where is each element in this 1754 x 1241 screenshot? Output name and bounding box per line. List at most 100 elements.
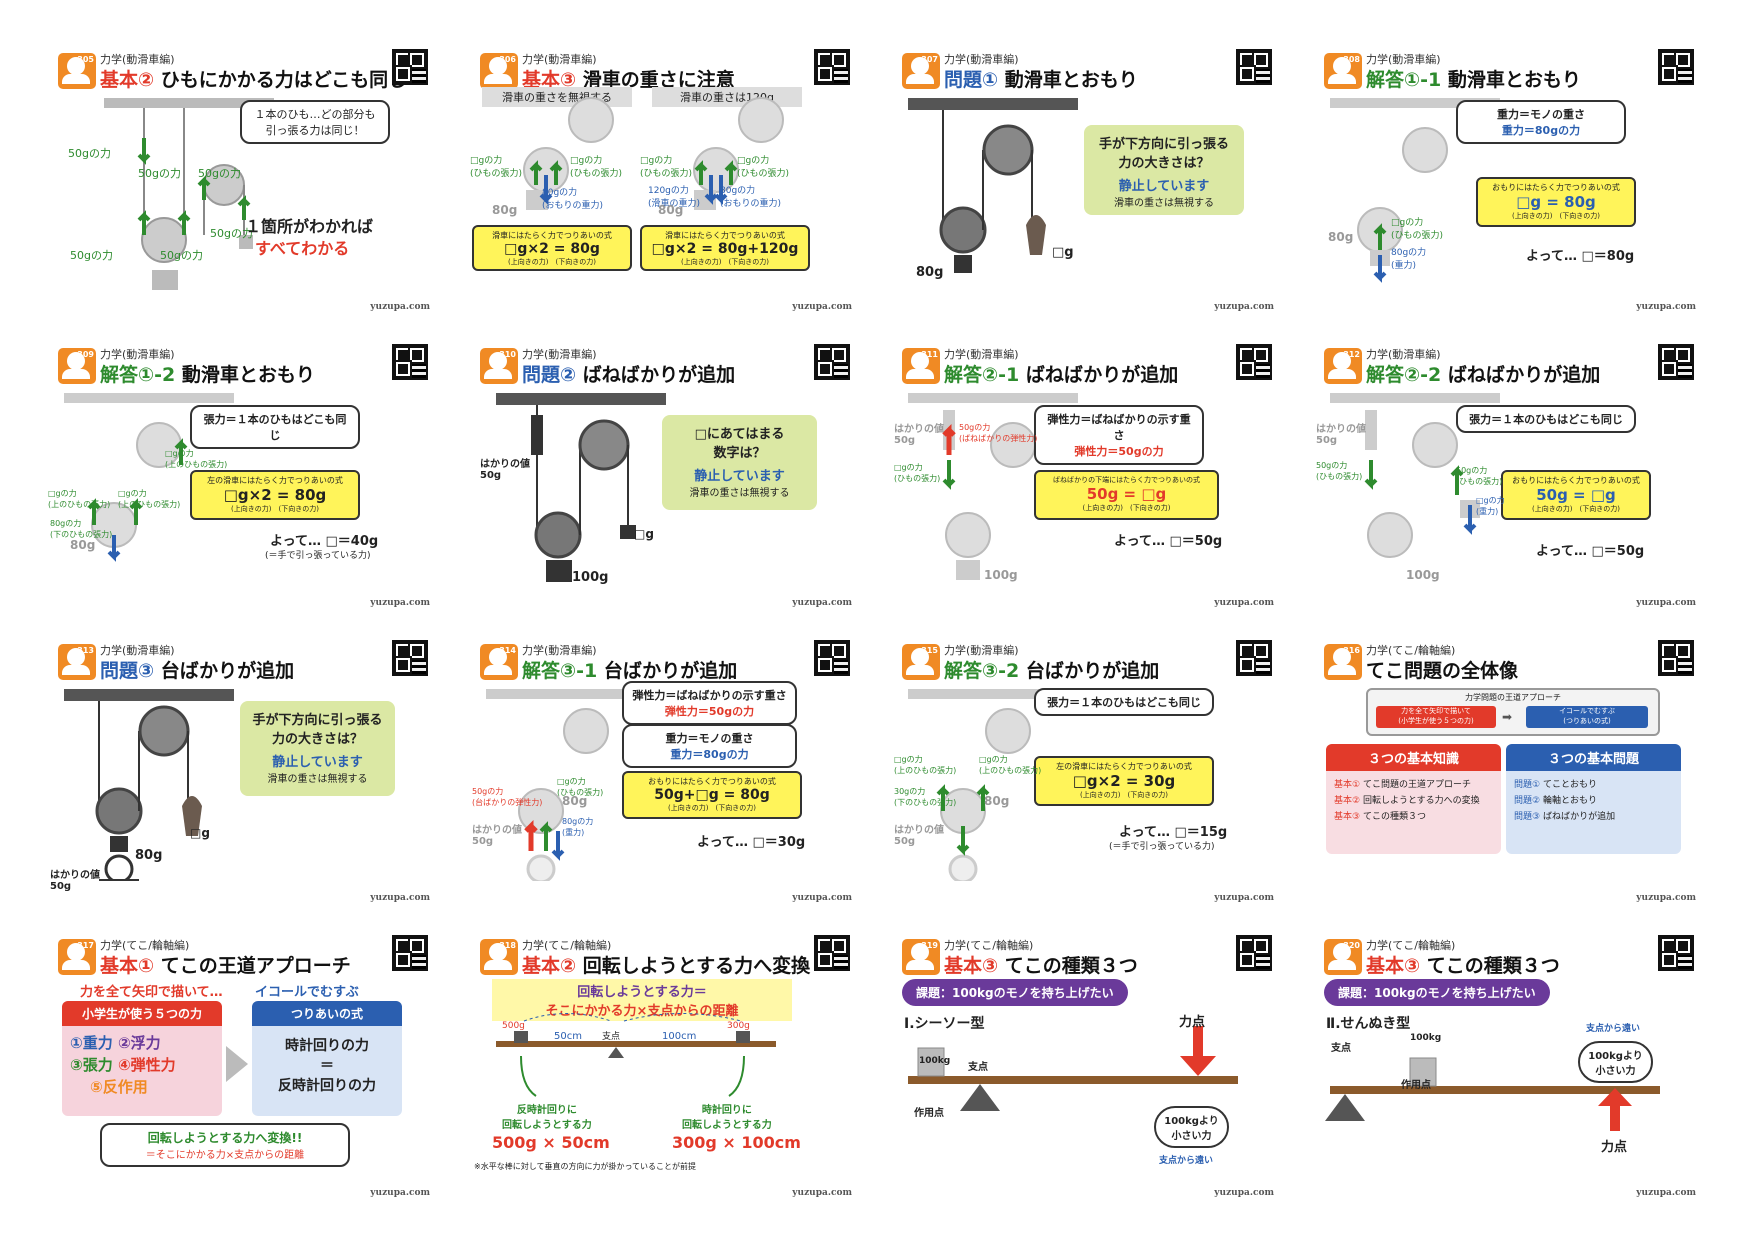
logo-badge: 307 — [902, 53, 940, 89]
equation-formula: □g×2 = 80g — [223, 486, 327, 505]
title-tag: 解答③-2 — [944, 659, 1020, 682]
logo-badge: 319 — [902, 938, 940, 975]
knowledge-item: 基本③ てこの種類３つ — [1334, 811, 1426, 822]
qr-code-icon[interactable] — [1658, 934, 1694, 971]
equation-box: おもりにはたらく力でつりあいの式 50g = □g (上向きの力) (下向きの力… — [1501, 470, 1651, 521]
qr-code-icon[interactable] — [392, 344, 428, 381]
qr-code-icon[interactable] — [1236, 934, 1272, 971]
footer-site[interactable]: yuzupa.com — [1636, 892, 1696, 903]
force-label: 50gの力 — [160, 249, 203, 262]
footer-site[interactable]: yuzupa.com — [1636, 1188, 1696, 1198]
footer-site[interactable]: yuzupa.com — [1214, 302, 1274, 313]
qr-code-icon[interactable] — [1658, 639, 1694, 676]
card-category: 力学(てこ/輪軸編) — [944, 938, 1034, 952]
pulley-diagram — [104, 98, 274, 290]
qr-code-icon[interactable] — [814, 344, 850, 381]
distance-label: 50cm — [554, 1030, 582, 1042]
force-label: 50gの力 (台ばかりの弾性力) — [472, 786, 543, 807]
answer-note: (＝手で引っ張っている力) — [1109, 841, 1215, 852]
title-tag: 基本② — [522, 954, 577, 977]
footer-site[interactable]: yuzupa.com — [1636, 597, 1696, 608]
force-point-label: 力点 — [1601, 1139, 1628, 1155]
balance-panel: つりあいの式 時計回りの力 ＝ 反時計回りの力 — [252, 1000, 402, 1116]
logo-badge: 315 — [902, 643, 940, 680]
title-tag: 解答①-2 — [100, 364, 176, 387]
equation-sub: (上向きの力) (下向きの力) — [508, 258, 596, 266]
footer-site[interactable]: yuzupa.com — [792, 1188, 852, 1198]
speech-line: 弾性力＝50gの力 — [1074, 445, 1164, 459]
qr-code-icon[interactable] — [1236, 49, 1272, 85]
five-forces-panel: 小学生が使う５つの力 ①重力 ②浮力 ③張力 ④弾性力 ⑤反作用 — [62, 1000, 222, 1116]
equation-box: 左の滑車にはたらく力でつりあいの式 □g×2 = 30g (上向きの力) (下向… — [1034, 755, 1214, 806]
card-category: 力学(てこ/輪軸編) — [100, 938, 190, 952]
pulley-diagram — [64, 688, 234, 881]
footer-site[interactable]: yuzupa.com — [792, 892, 852, 903]
qr-code-icon[interactable] — [392, 639, 428, 676]
cw-label: 時計回りに 回転しようとする力 — [682, 1104, 772, 1131]
pulley-diagram — [486, 688, 656, 881]
pivot-label: 支点 — [968, 1061, 988, 1073]
footer-site[interactable]: yuzupa.com — [792, 302, 852, 313]
card-318: 318 力学(てこ/輪軸編) 基本② 回転しようとする力へ変換 回転しようとする… — [462, 920, 870, 1206]
force-label: 80gの力 (重力) — [1391, 248, 1427, 271]
qr-code-icon[interactable] — [1658, 344, 1694, 381]
force-label: 80gの力 (おもりの重力) — [720, 186, 782, 209]
qr-code-icon[interactable] — [392, 934, 428, 971]
speech-line: 重力＝80gの力 — [1501, 124, 1581, 137]
qr-code-icon[interactable] — [814, 934, 850, 971]
title-text: 動滑車とおもり — [1447, 69, 1581, 91]
card-number: 317 — [77, 940, 94, 950]
weight-label: 80g — [492, 203, 518, 217]
force-item: ②浮力 — [117, 1033, 161, 1052]
force-label: 50gの力 (ひもの張力) — [1456, 466, 1503, 487]
card-308: 308 力学(動滑車編) 解答①-1 動滑車とおもり 重力＝モノの重さ 重力＝8… — [1306, 35, 1714, 321]
equation-sub: (上向きの力) (下向きの力) — [681, 258, 769, 266]
qr-code-icon[interactable] — [814, 49, 850, 85]
answer: よって… □＝80g — [1526, 249, 1635, 264]
footer-site[interactable]: yuzupa.com — [370, 302, 430, 313]
balance-line: 反時計回りの力 — [278, 1077, 376, 1094]
card-title: 問題① 動滑車とおもり — [944, 65, 1138, 92]
speech-bubble: 重力＝モノの重さ 重力＝80gの力 — [622, 723, 797, 768]
card-title: 解答①-1 動滑車とおもり — [1366, 65, 1581, 92]
speech-bubble: 弾性力＝ばねばかりの示す重さ 弾性力＝50gの力 — [622, 680, 797, 725]
force-item: ④弾性力 — [117, 1055, 176, 1074]
card-311: 311 力学(動滑車編) 解答②-1 ばねばかりが追加 弾性力＝ばねばかりの示す… — [884, 330, 1292, 616]
footer-site[interactable]: yuzupa.com — [370, 597, 430, 608]
title-tag: 解答①-1 — [1366, 69, 1442, 91]
formula-banner: 回転しようとする力＝ そこにかかる力×支点からの距離 — [492, 978, 792, 1021]
knowledge-item: 基本② 回転しようとする力への変換 — [1334, 795, 1480, 806]
qr-code-icon[interactable] — [1236, 344, 1272, 381]
footer-site[interactable]: yuzupa.com — [1214, 892, 1274, 903]
footer-site[interactable]: yuzupa.com — [792, 597, 852, 608]
far-from-pivot-label: 支点から遠い — [1586, 1023, 1641, 1034]
footer-site[interactable]: yuzupa.com — [1214, 1188, 1274, 1198]
qr-code-icon[interactable] — [1658, 49, 1694, 85]
pulley-diagram — [64, 393, 234, 563]
title-text: てこの王道アプローチ — [160, 954, 351, 977]
card-title: 解答②-1 ばねばかりが追加 — [944, 360, 1178, 387]
summary-line-2: すべてわかる — [255, 239, 350, 258]
force-label: □gの力 (ひもの張力) — [640, 156, 693, 179]
title-text: 台ばかりが追加 — [1025, 659, 1160, 682]
card-category: 力学(動滑車編) — [1366, 348, 1441, 362]
card-title: 解答③-2 台ばかりが追加 — [944, 656, 1159, 683]
card-grid: 305 力学(動滑車編) 基本② ひもにかかる力はどこも同じ 50gの力 50g… — [40, 35, 1714, 1206]
card-number: 305 — [77, 55, 94, 64]
qr-code-icon[interactable] — [1236, 639, 1272, 676]
weight-box-label: 100kg — [919, 1055, 951, 1066]
qr-code-icon[interactable] — [814, 639, 850, 676]
footer-site[interactable]: yuzupa.com — [1214, 597, 1274, 608]
condition-line: 静止しています — [1118, 179, 1210, 194]
scale-reading: はかりの値 50g — [472, 824, 522, 847]
card-309: 309 力学(動滑車編) 解答①-2 動滑車とおもり 張力＝１本のひもはどこも同… — [40, 330, 448, 616]
card-category: 力学(動滑車編) — [944, 53, 1019, 66]
footer-site[interactable]: yuzupa.com — [370, 1188, 430, 1198]
weight-box-label: 100kg — [1410, 1032, 1442, 1043]
footer-site[interactable]: yuzupa.com — [370, 892, 430, 903]
force-label: □gの力 (ひもの張力) — [570, 156, 623, 179]
footer-site[interactable]: yuzupa.com — [1636, 302, 1696, 313]
qr-code-icon[interactable] — [392, 49, 428, 85]
weight-label: 80g — [658, 203, 684, 217]
condition-line: 静止しています — [694, 469, 785, 485]
